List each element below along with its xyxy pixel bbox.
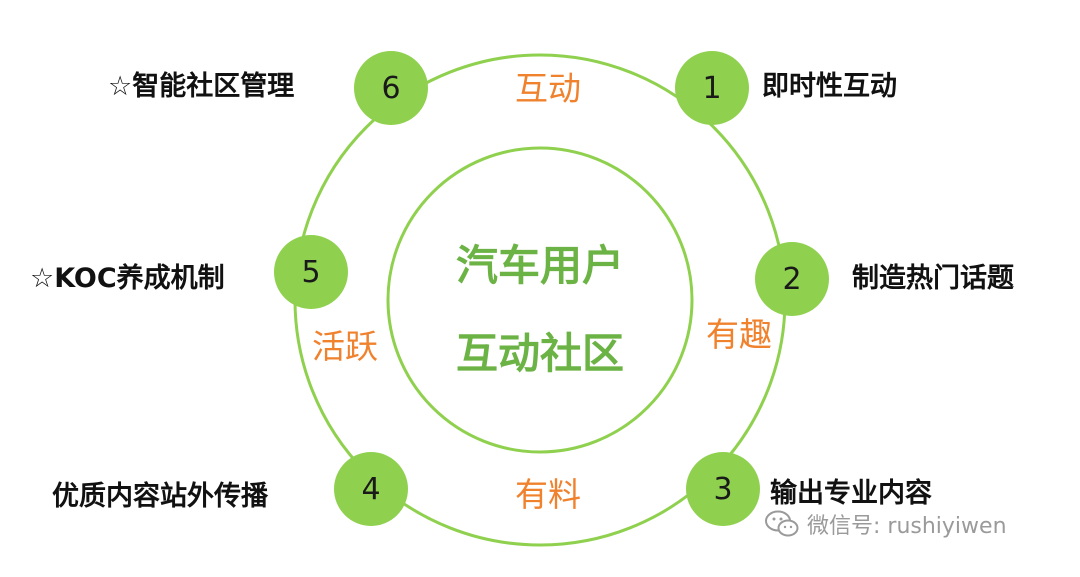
node-1: 1 [675,51,749,125]
ring-label-left: 活跃 [312,327,378,366]
node-1-label: 即时性互动 [762,71,897,102]
ring-label-right: 有趣 [706,315,772,354]
node-6-number: 6 [381,70,401,106]
node-5: 5 [274,235,348,309]
node-2-number: 2 [782,261,802,297]
center-title-line2: 互动社区 [455,329,624,378]
node-3-label: 输出专业内容 [770,478,932,509]
node-6-label: ☆智能社区管理 [108,71,295,102]
inner-ring [386,146,694,454]
node-4: 4 [334,452,408,526]
node-4-label: 优质内容站外传播 [52,481,268,512]
node-1-number: 1 [702,70,722,106]
node-6: 6 [354,51,428,125]
node-2: 2 [755,242,829,316]
node-3-number: 3 [713,471,733,507]
watermark: 微信号: rushiyiwen [765,508,1007,540]
node-5-label: ☆KOC养成机制 [30,263,225,294]
center-title-line1: 汽车用户 [455,241,624,290]
node-5-number: 5 [301,254,321,290]
ring-label-bottom: 有料 [515,475,581,514]
watermark-text: 微信号: rushiyiwen [807,514,1007,539]
wechat-icon [765,510,799,537]
ring-label-top: 互动 [515,69,581,108]
node-2-label: 制造热门话题 [852,263,1014,294]
node-3: 3 [686,452,760,526]
node-4-number: 4 [361,471,381,507]
